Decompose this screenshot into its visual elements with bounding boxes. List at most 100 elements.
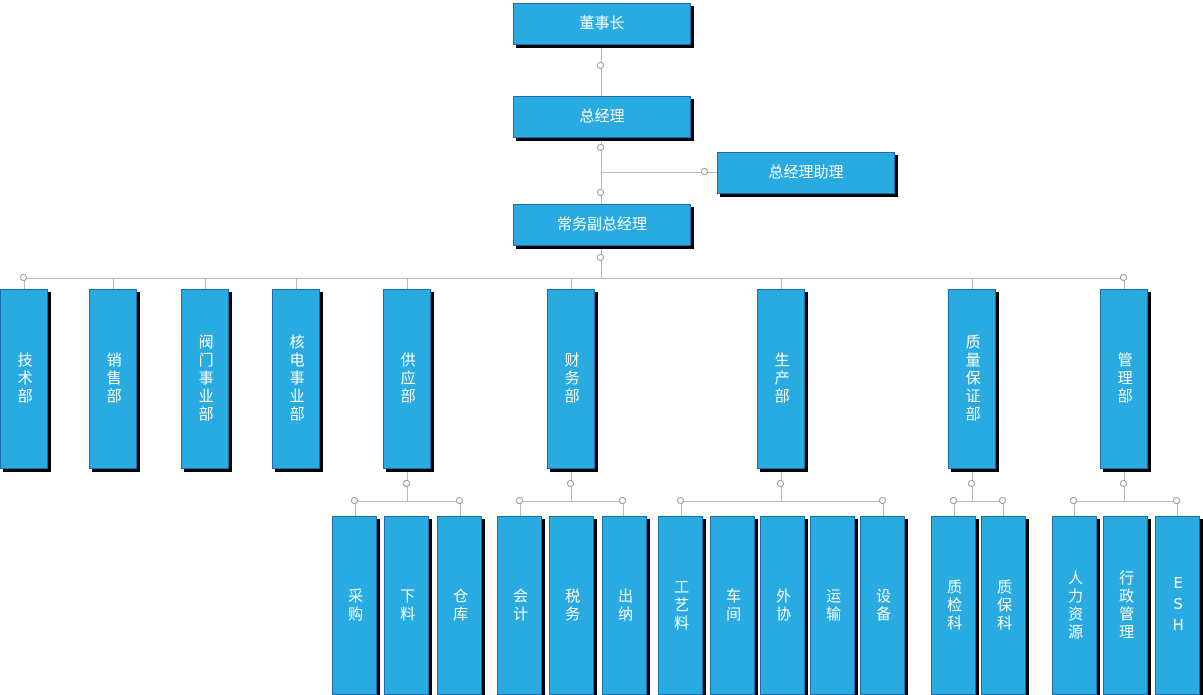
connector-horizontal-2 (355, 501, 460, 502)
connector-vertical-3 (24, 278, 25, 289)
org-node-sub-transport[interactable]: 运输 (810, 516, 855, 695)
org-node-gm-assistant[interactable]: 总经理助理 (717, 152, 895, 194)
org-node-dept-nuclear[interactable]: 核电事业部 (272, 289, 320, 469)
org-node-label: 财务部 (562, 352, 581, 406)
org-node-label: 阀门事业部 (196, 334, 215, 424)
connector-junction-dot-18 (950, 497, 957, 504)
org-node-label: 运输 (824, 587, 843, 624)
org-node-label: 车间 (724, 587, 743, 624)
connector-junction-dot-4 (597, 254, 604, 261)
org-node-label: 出纳 (616, 587, 635, 624)
connector-vertical-0 (601, 45, 602, 96)
org-node-label: 税务 (563, 587, 582, 624)
org-node-sub-assurance[interactable]: 质保科 (981, 516, 1026, 695)
org-node-chairman[interactable]: 董事长 (513, 3, 691, 45)
connector-junction-dot-20 (1070, 497, 1077, 504)
org-node-label: 核电事业部 (287, 334, 306, 424)
org-node-dept-admin[interactable]: 管理部 (1100, 289, 1148, 469)
org-node-label: 质检科 (945, 578, 964, 633)
connector-horizontal-1 (24, 278, 1124, 279)
connector-junction-dot-15 (619, 497, 626, 504)
connector-vertical-17 (355, 501, 356, 516)
org-node-dept-production[interactable]: 生产部 (757, 289, 805, 469)
org-node-label: 人力资源 (1066, 569, 1085, 642)
org-node-label: 技术部 (15, 352, 34, 406)
connector-junction-dot-2 (701, 168, 708, 175)
connector-junction-dot-16 (677, 497, 684, 504)
connector-junction-dot-6 (1120, 274, 1127, 281)
connector-junction-dot-10 (968, 480, 975, 487)
org-node-label: 销售部 (104, 352, 123, 406)
org-node-dept-valve[interactable]: 阀门事业部 (181, 289, 229, 469)
connector-vertical-10 (781, 278, 782, 289)
org-node-dept-supply[interactable]: 供应部 (383, 289, 431, 469)
org-node-sub-outsourcing[interactable]: 外协 (760, 516, 805, 695)
org-node-executive-deputy-gm[interactable]: 常务副总经理 (513, 204, 691, 246)
connector-vertical-7 (296, 278, 297, 289)
org-node-label: 设备 (874, 587, 893, 624)
org-node-sub-process[interactable]: 工艺料 (658, 516, 703, 695)
org-node-label: 常务副总经理 (556, 215, 647, 234)
org-node-label: 总经理 (579, 107, 625, 126)
org-node-sub-purchase[interactable]: 采购 (332, 516, 377, 695)
org-node-sub-cutting[interactable]: 下料 (384, 516, 429, 695)
org-node-label: 仓库 (451, 587, 470, 624)
org-node-sub-accounting[interactable]: 会计 (497, 516, 542, 695)
org-node-sub-administration[interactable]: 行政管理 (1103, 516, 1148, 695)
connector-vertical-18 (460, 501, 461, 516)
connector-horizontal-0 (601, 172, 717, 173)
connector-junction-dot-3 (597, 189, 604, 196)
connector-junction-dot-7 (403, 480, 410, 487)
connector-vertical-11 (972, 278, 973, 289)
org-node-dept-sales[interactable]: 销售部 (89, 289, 137, 469)
org-node-label: 外协 (774, 587, 793, 624)
connector-horizontal-5 (954, 501, 1003, 502)
org-node-label: 行政管理 (1117, 569, 1136, 642)
connector-junction-dot-5 (20, 274, 27, 281)
connector-vertical-19 (520, 501, 521, 516)
connector-vertical-21 (681, 501, 682, 516)
connector-junction-dot-14 (516, 497, 523, 504)
org-node-dept-finance[interactable]: 财务部 (547, 289, 595, 469)
connector-junction-dot-1 (597, 144, 604, 151)
org-node-sub-warehouse[interactable]: 仓库 (437, 516, 482, 695)
connector-vertical-5 (113, 278, 114, 289)
connector-vertical-25 (1074, 501, 1075, 516)
connector-vertical-20 (623, 501, 624, 516)
org-node-label: 生产部 (772, 352, 791, 406)
org-node-sub-hr[interactable]: 人力资源 (1052, 516, 1097, 695)
connector-junction-dot-11 (1120, 480, 1127, 487)
org-node-label: ESH (1169, 574, 1188, 637)
org-node-sub-cashier[interactable]: 出纳 (602, 516, 647, 695)
org-node-sub-workshop[interactable]: 车间 (710, 516, 755, 695)
org-node-sub-esh[interactable]: ESH (1155, 516, 1200, 695)
connector-vertical-23 (954, 501, 955, 516)
org-node-label: 质保科 (995, 578, 1014, 633)
org-node-label: 工艺料 (672, 578, 691, 633)
connector-horizontal-3 (520, 501, 623, 502)
org-node-label: 下料 (398, 587, 417, 624)
org-node-dept-quality[interactable]: 质量保证部 (948, 289, 996, 469)
org-node-sub-equipment[interactable]: 设备 (860, 516, 905, 695)
connector-junction-dot-12 (351, 497, 358, 504)
org-node-label: 质量保证部 (963, 334, 982, 424)
connector-vertical-4 (1124, 278, 1125, 289)
connector-junction-dot-9 (777, 480, 784, 487)
connector-junction-dot-21 (1173, 497, 1180, 504)
org-node-label: 会计 (511, 587, 530, 624)
connector-vertical-9 (571, 278, 572, 289)
org-node-label: 董事长 (579, 14, 625, 33)
connector-horizontal-4 (681, 501, 883, 502)
org-node-label: 总经理助理 (768, 163, 844, 182)
connector-vertical-24 (1003, 501, 1004, 516)
org-node-sub-inspection[interactable]: 质检科 (931, 516, 976, 695)
org-node-general-manager[interactable]: 总经理 (513, 96, 691, 138)
org-node-dept-tech[interactable]: 技术部 (0, 289, 48, 469)
connector-vertical-22 (883, 501, 884, 516)
connector-junction-dot-8 (567, 480, 574, 487)
org-node-sub-tax[interactable]: 税务 (549, 516, 594, 695)
connector-vertical-26 (1177, 501, 1178, 516)
connector-junction-dot-13 (456, 497, 463, 504)
org-node-label: 供应部 (398, 352, 417, 406)
